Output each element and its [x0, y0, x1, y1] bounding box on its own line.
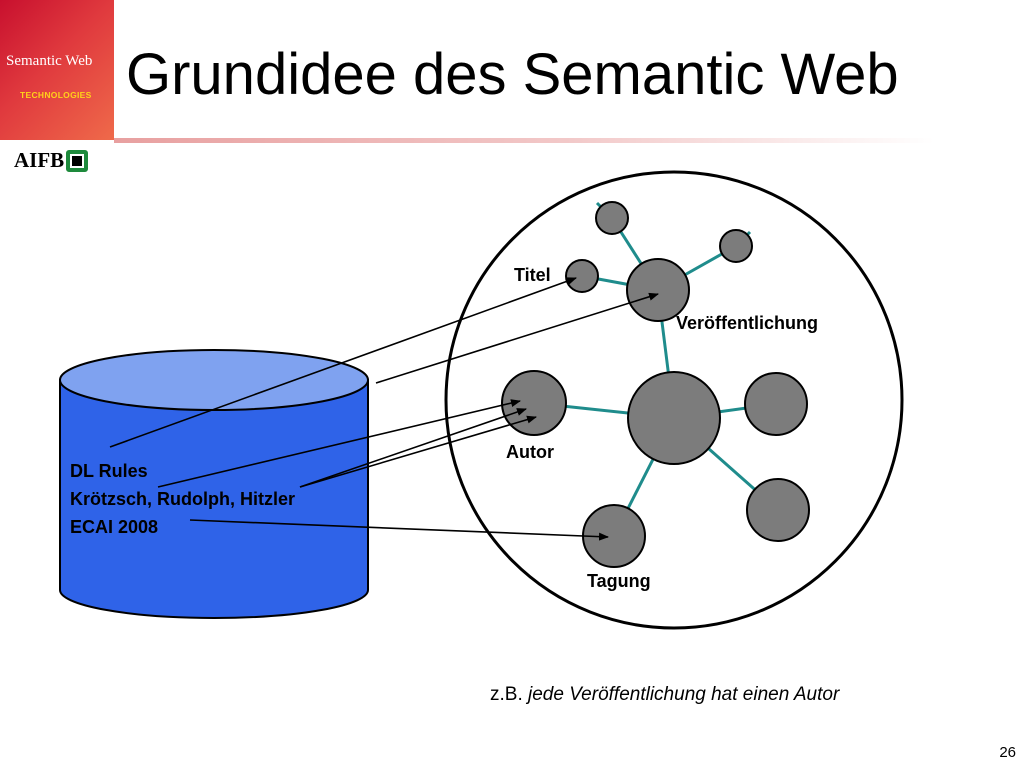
- label-titel: Titel: [514, 265, 551, 285]
- graph-node-bottom-right: [746, 478, 810, 542]
- database-line-3: ECAI 2008: [70, 517, 159, 537]
- graph-node-top: [595, 201, 629, 235]
- label-autor: Autor: [506, 442, 554, 462]
- graph-node-center: [627, 371, 721, 465]
- aifb-logo: AIFB: [14, 148, 89, 176]
- aifb-logo-text: AIFB: [14, 148, 65, 172]
- database-line-1: DL Rules: [70, 461, 148, 481]
- logo-subtitle: TECHNOLOGIES: [20, 90, 92, 100]
- example-caption: z.B. jede Veröffentlichung hat einen Aut…: [490, 684, 839, 706]
- graph-nodes: [501, 201, 810, 568]
- slide-number: 26: [999, 744, 1016, 761]
- database-cylinder: [59, 349, 369, 619]
- label-tagung: Tagung: [587, 571, 651, 591]
- title-divider: [114, 138, 934, 143]
- graph-node-top-right: [719, 229, 753, 263]
- database-line-2: Krötzsch, Rudolph, Hitzler: [70, 489, 295, 509]
- mapping-arrows: [109, 277, 659, 541]
- graph-node-veroeffentlichung: [626, 258, 690, 322]
- semantic-web-logo: Semantic Web TECHNOLOGIES: [0, 0, 114, 140]
- page-title: Grundidee des Semantic Web: [126, 42, 899, 107]
- graph-node-right: [744, 372, 808, 436]
- logo-title: Semantic Web: [6, 53, 93, 69]
- aifb-mark-icon: [66, 149, 89, 172]
- example-prefix: z.B.: [490, 684, 523, 705]
- graph-node-titel: [565, 259, 599, 293]
- example-italic: jede Veröffentlichung hat einen Autor: [528, 684, 840, 705]
- label-veroeffentlichung: Veröffentlichung: [676, 313, 819, 333]
- graph-node-autor: [501, 370, 567, 436]
